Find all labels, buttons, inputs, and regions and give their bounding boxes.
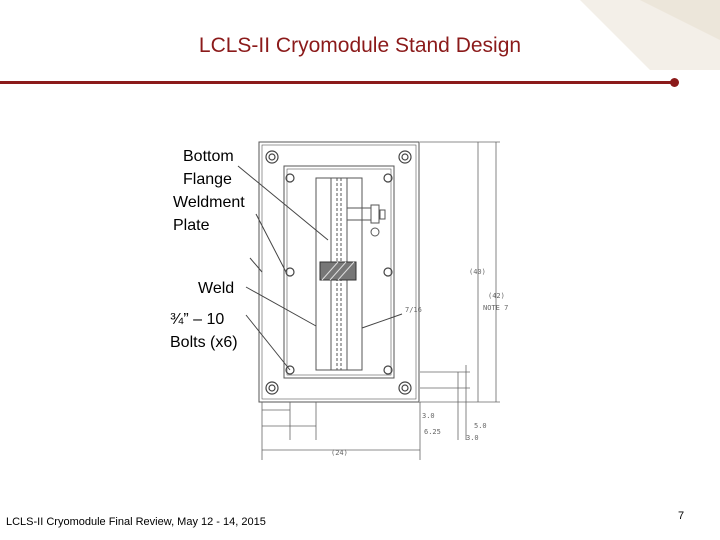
weld-label: Weld: [198, 280, 235, 297]
weldment-plate-outline: [283, 165, 395, 379]
dim-24: (24): [331, 449, 348, 457]
dim-40: (40): [469, 268, 486, 276]
dimension-lines: [261, 141, 500, 460]
title-rule-dot: [670, 78, 679, 87]
dim-5-0: 5.0: [474, 422, 487, 430]
bottom-flange-outline: [258, 141, 420, 403]
dim-42: (42): [488, 292, 505, 300]
side-bracket: [346, 207, 372, 221]
dim-6-25: 6.25: [424, 428, 441, 436]
corner-decoration: [520, 0, 720, 70]
title-rule: [0, 81, 676, 84]
vertical-beam: [315, 177, 363, 371]
slide-title: LCLS-II Cryomodule Stand Design: [198, 34, 522, 57]
leader-lines: [237, 165, 403, 371]
slide-footer: LCLS-II Cryomodule Final Review, May 12 …: [6, 516, 266, 528]
bolt-holes: [265, 150, 412, 395]
dim-3-0-a: 3.0: [422, 412, 435, 420]
bottom-flange-label: Bottom Flange: [183, 148, 234, 188]
page-number: 7: [678, 510, 685, 522]
dim-3-0-b: 3.0: [466, 434, 479, 442]
dim-7-16: 7/16: [405, 306, 422, 314]
dim-note7: NOTE 7: [483, 304, 508, 312]
bolts-label: ¾” – 10 Bolts (x6): [170, 311, 238, 351]
weldment-plate-label: Weldment Plate: [173, 194, 245, 234]
